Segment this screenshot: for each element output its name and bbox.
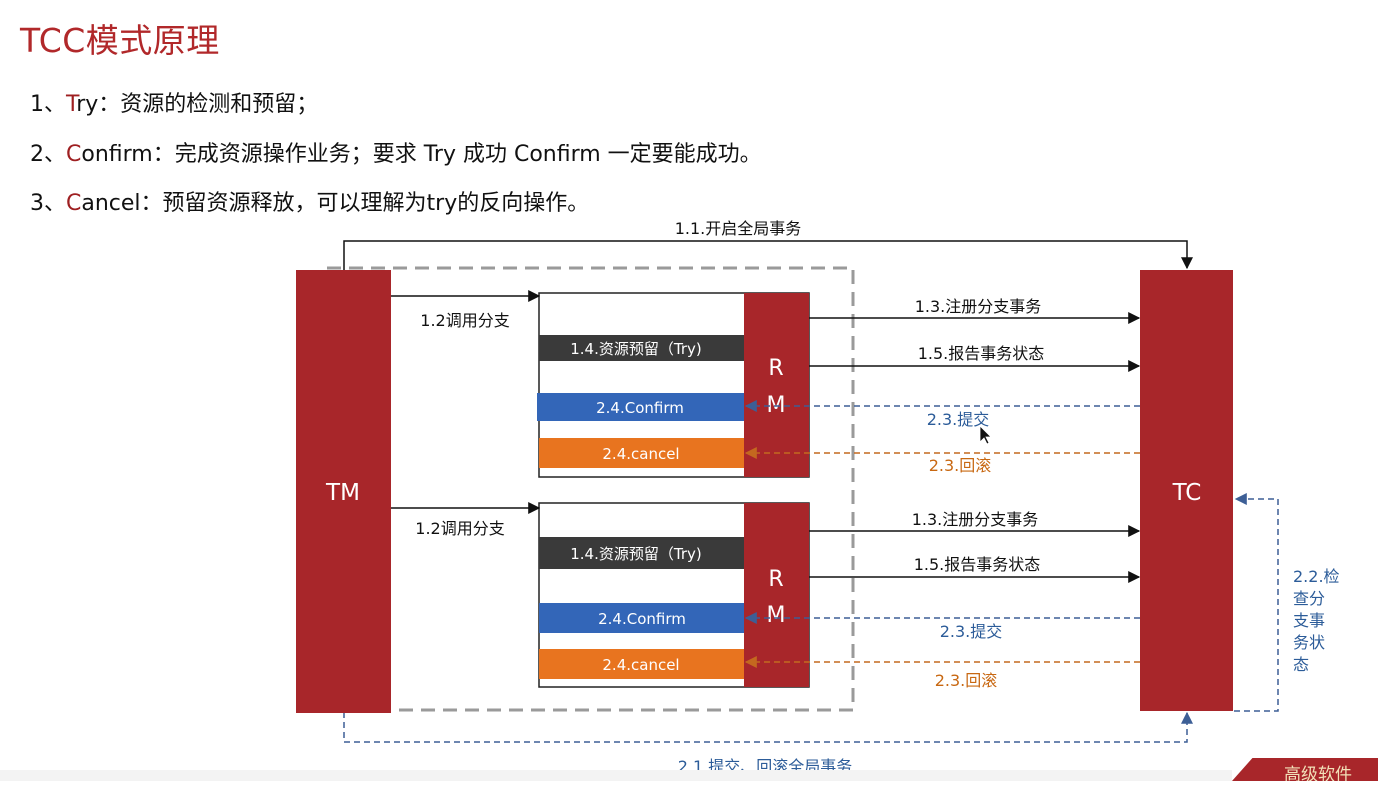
bullet-confirm: 2、Confirm：完成资源操作业务；要求 Try 成功 Confirm 一定要…	[30, 136, 762, 168]
call-branch-label: 1.2调用分支	[420, 311, 509, 330]
tc-label: TC	[1172, 480, 1202, 506]
check-branch-line: 支事	[1293, 611, 1325, 630]
check-branch-line: 务状	[1293, 633, 1325, 652]
try-box	[539, 335, 744, 361]
confirm-label: 2.4.Confirm	[598, 610, 686, 628]
bullet-text: onfirm：完成资源操作业务；要求 Try 成功 Confirm 一定要能成功…	[81, 142, 762, 167]
confirm-box	[537, 393, 744, 421]
check-branch-line: 查分	[1293, 589, 1325, 608]
tm-node	[296, 270, 391, 713]
rollback-label: 2.3.回滚	[929, 456, 992, 475]
rm-node	[744, 293, 809, 477]
report-status-label: 1.5.报告事务状态	[918, 344, 1045, 363]
commit-label: 2.3.提交	[940, 622, 1003, 641]
footer-edge	[0, 770, 1232, 781]
cancel-box	[539, 438, 744, 468]
check-branch-arrow	[1234, 493, 1279, 712]
check-branch-line: 态	[1293, 655, 1309, 674]
cancel-box	[539, 649, 744, 679]
begin-global-label: 1.1.开启全局事务	[675, 219, 802, 238]
begin-global-arrow	[343, 240, 1193, 270]
bullet-number: 2、	[30, 142, 66, 167]
mouse-cursor-icon	[979, 425, 992, 445]
check-branch-label: 2.2.检 查分 支事 务状 态	[1293, 567, 1340, 674]
cancel-label: 2.4.cancel	[602, 656, 679, 674]
bullet-try: 1、Try：资源的检测和预留；	[30, 86, 318, 118]
try-box	[539, 537, 744, 569]
footer-banner-text: 高级软件	[1284, 765, 1352, 785]
footer-banner: 高级软件	[1232, 758, 1378, 781]
tm-label: TM	[325, 480, 360, 506]
rm-node	[744, 503, 809, 687]
bullet-initial: C	[66, 142, 82, 167]
check-branch-line: 2.2.检	[1293, 567, 1340, 586]
page-title: TCC模式原理	[20, 21, 220, 60]
try-label: 1.4.资源预留（Try)	[570, 545, 701, 563]
bullet-text: ry：资源的检测和预留；	[76, 92, 319, 117]
bullet-number: 3、	[30, 191, 66, 216]
end-global-arrow	[343, 711, 1193, 743]
branch-1: R M 1.4.资源预留（Try) 2.4.Confirm 2.4.cancel…	[391, 290, 1141, 478]
branch-2: R M 1.4.资源预留（Try) 2.4.Confirm 2.4.cancel…	[391, 502, 1141, 690]
report-status-label: 1.5.报告事务状态	[914, 555, 1041, 574]
cancel-label: 2.4.cancel	[602, 445, 679, 463]
commit-label: 2.3.提交	[927, 410, 990, 429]
tc-node	[1140, 270, 1233, 711]
register-branch-label: 1.3.注册分支事务	[912, 510, 1039, 529]
rm-letter: R	[768, 567, 783, 592]
rm-letter: R	[768, 356, 783, 381]
register-branch-label: 1.3.注册分支事务	[915, 297, 1042, 316]
try-label: 1.4.资源预留（Try)	[570, 340, 701, 358]
bullet-initial: T	[66, 92, 77, 117]
bullet-text: ancel：预留资源释放，可以理解为try的反向操作。	[81, 191, 590, 216]
bullet-initial: C	[66, 191, 82, 216]
call-branch-label: 1.2调用分支	[415, 519, 504, 538]
rm-letter: M	[767, 603, 786, 628]
rollback-label: 2.3.回滚	[935, 671, 998, 690]
confirm-label: 2.4.Confirm	[596, 399, 684, 417]
bullet-cancel: 3、Cancel：预留资源释放，可以理解为try的反向操作。	[30, 185, 589, 217]
bullet-number: 1、	[30, 92, 66, 117]
confirm-box	[539, 603, 744, 633]
